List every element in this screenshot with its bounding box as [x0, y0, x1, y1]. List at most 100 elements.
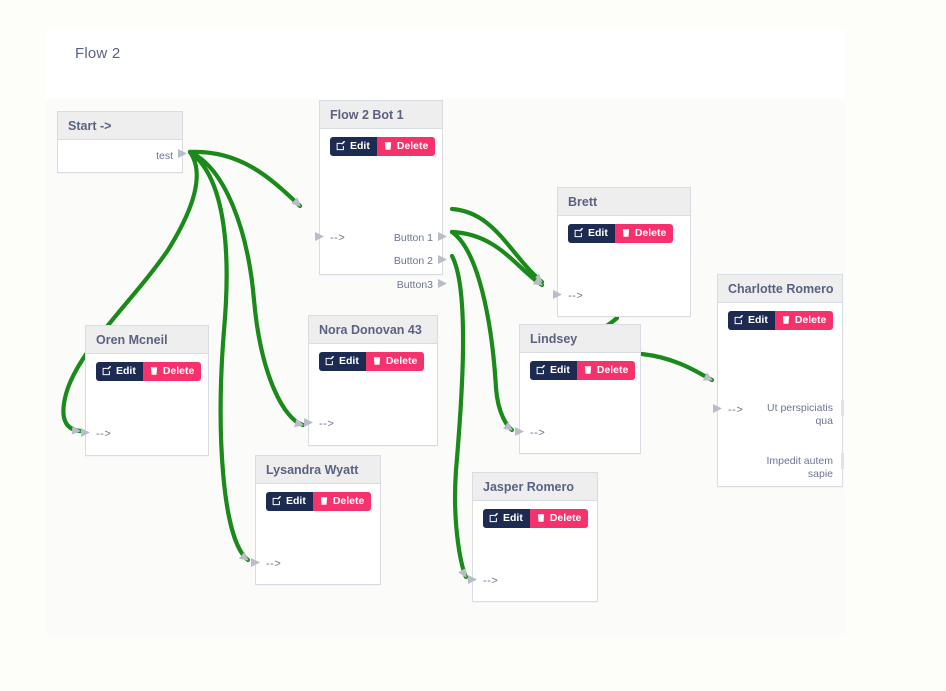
- node-actions: Edit Delete: [256, 484, 380, 511]
- node-body: Edit Delete -->: [81, 354, 208, 461]
- node-title: Start ->: [58, 112, 182, 140]
- trash-delete-icon: [537, 514, 544, 522]
- delete-button-label: Delete: [794, 314, 827, 326]
- output-port-label-button-2[interactable]: Button 2: [393, 254, 433, 267]
- node-title: Lysandra Wyatt: [256, 456, 380, 484]
- node-brett[interactable]: Brett Edit Delete -->: [553, 187, 691, 317]
- output-port-handle-button-1[interactable]: [437, 231, 448, 242]
- edit-button[interactable]: Edit: [319, 352, 366, 371]
- edit-button[interactable]: Edit: [266, 492, 313, 511]
- input-port-handle[interactable]: [250, 557, 261, 568]
- node-charlotte-romero[interactable]: Charlotte Romero Edit Delete --> Ut pers…: [713, 274, 844, 487]
- delete-button[interactable]: Delete: [142, 362, 202, 381]
- trash-delete-icon: [320, 497, 327, 505]
- trash-delete-icon: [622, 229, 629, 237]
- edit-button[interactable]: Edit: [530, 361, 577, 380]
- input-port-handle[interactable]: [712, 403, 723, 414]
- pencil-edit-icon: [574, 228, 584, 238]
- node-nora-donovan-43[interactable]: Nora Donovan 43 Edit Delete -->: [304, 315, 438, 446]
- edit-button[interactable]: Edit: [728, 311, 775, 330]
- node-lindsey[interactable]: Lindsey Edit Delete -->: [515, 324, 641, 454]
- output-port-label-impedit-autem-sapie[interactable]: Impedit autem sapie: [766, 454, 833, 480]
- output-port-handle-ut-perspiciatis-qua[interactable]: [841, 399, 844, 416]
- node-ports: -->: [81, 381, 208, 461]
- input-port-handle[interactable]: [514, 426, 525, 437]
- node-lysandra-wyatt[interactable]: Lysandra Wyatt Edit Delete -->: [251, 455, 381, 585]
- input-port-handle[interactable]: [552, 289, 563, 300]
- node-start[interactable]: Start -> test: [57, 111, 187, 173]
- edit-button[interactable]: Edit: [483, 509, 530, 528]
- node-title: Charlotte Romero: [718, 275, 842, 303]
- output-port-label-button-3[interactable]: Button3: [396, 278, 433, 291]
- input-port-handle[interactable]: [80, 427, 91, 438]
- edit-button-label: Edit: [350, 140, 370, 152]
- input-port-label[interactable]: -->: [319, 417, 335, 430]
- node-ports: --> Ut perspiciatis qua Impedit autem sa…: [713, 330, 844, 492]
- node-actions: Edit Delete: [718, 303, 842, 330]
- input-port-label[interactable]: -->: [728, 403, 744, 416]
- node-actions: Edit Delete: [520, 353, 640, 380]
- page-title: Flow 2: [75, 45, 121, 62]
- input-port-handle[interactable]: [314, 231, 325, 242]
- edit-button-label: Edit: [339, 355, 359, 367]
- edit-button[interactable]: Edit: [568, 224, 615, 243]
- node-body: Edit Delete -->: [304, 344, 437, 451]
- output-port-label[interactable]: test: [156, 150, 173, 162]
- edit-button-label: Edit: [550, 364, 570, 376]
- node-ports: -->: [251, 511, 380, 591]
- node-body: Edit Delete -->: [515, 353, 640, 460]
- output-port-handle-impedit-autem-sapie[interactable]: [841, 452, 844, 469]
- node-oren-mcneil[interactable]: Oren Mcneil Edit Delete -->: [81, 325, 209, 456]
- pencil-edit-icon: [325, 356, 335, 366]
- delete-button[interactable]: Delete: [614, 224, 674, 243]
- node-actions: Edit Delete: [86, 354, 208, 381]
- node-title: Flow 2 Bot 1: [320, 101, 442, 129]
- node-actions: Edit Delete: [558, 216, 690, 243]
- delete-button[interactable]: Delete: [774, 311, 834, 330]
- node-ports: -->: [468, 528, 597, 608]
- output-port-label-button-1[interactable]: Button 1: [393, 231, 433, 244]
- delete-button-label: Delete: [162, 365, 195, 377]
- edit-button[interactable]: Edit: [330, 137, 377, 156]
- delete-button-label: Delete: [385, 355, 418, 367]
- edit-button-label: Edit: [503, 512, 523, 524]
- node-title: Oren Mcneil: [86, 326, 208, 354]
- node-body: test: [58, 140, 187, 170]
- pencil-edit-icon: [489, 513, 499, 523]
- edit-button-label: Edit: [748, 314, 768, 326]
- node-jasper-romero[interactable]: Jasper Romero Edit Delete -->: [468, 472, 598, 602]
- node-title: Brett: [558, 188, 690, 216]
- edit-button-label: Edit: [588, 227, 608, 239]
- delete-button[interactable]: Delete: [376, 137, 436, 156]
- delete-button[interactable]: Delete: [365, 352, 425, 371]
- pencil-edit-icon: [536, 365, 546, 375]
- trash-delete-icon: [384, 142, 391, 150]
- input-port-label[interactable]: -->: [483, 574, 499, 587]
- pencil-edit-icon: [102, 366, 112, 376]
- input-port-label[interactable]: -->: [330, 231, 346, 244]
- output-port-handle-button-3[interactable]: [437, 278, 448, 289]
- pencil-edit-icon: [734, 315, 744, 325]
- delete-button[interactable]: Delete: [529, 509, 589, 528]
- input-port-handle[interactable]: [303, 417, 314, 428]
- node-body: Edit Delete -->: [251, 484, 380, 591]
- output-port-handle-button-2[interactable]: [437, 254, 448, 265]
- node-body: Edit Delete -->: [468, 501, 597, 608]
- delete-button[interactable]: Delete: [312, 492, 372, 511]
- input-port-label[interactable]: -->: [530, 426, 546, 439]
- delete-button[interactable]: Delete: [576, 361, 636, 380]
- output-port-handle[interactable]: [177, 148, 188, 159]
- node-body: Edit Delete -->: [553, 216, 690, 323]
- input-port-label[interactable]: -->: [96, 427, 112, 440]
- input-port-label[interactable]: -->: [568, 289, 584, 302]
- input-port-handle[interactable]: [467, 574, 478, 585]
- edit-button[interactable]: Edit: [96, 362, 143, 381]
- output-port-label-ut-perspiciatis-qua[interactable]: Ut perspiciatis qua: [767, 401, 833, 427]
- node-ports: --> Button 1 Button 2 Button3: [315, 156, 447, 291]
- input-port-label[interactable]: -->: [266, 557, 282, 570]
- delete-button-label: Delete: [396, 140, 429, 152]
- node-body: Edit Delete --> Ut perspiciatis qua Impe…: [713, 303, 844, 492]
- delete-button-label: Delete: [634, 227, 667, 239]
- node-flow-2-bot-1[interactable]: Flow 2 Bot 1 Edit Delete --> Button 1 Bu…: [315, 100, 447, 291]
